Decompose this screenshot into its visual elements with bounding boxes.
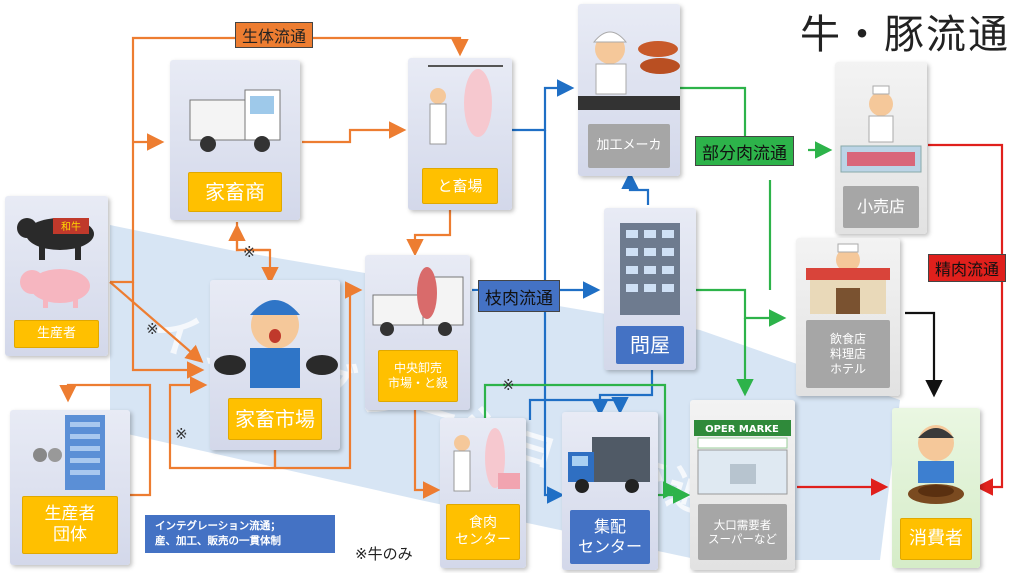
node-wholesaler: 問屋: [604, 208, 696, 370]
label-restaurant-line3: ホテル: [829, 361, 866, 376]
cattle-only-mark-2: ※: [146, 320, 159, 338]
label-restaurant-line1: 飲食店: [829, 331, 866, 346]
cattle-only-mark-1: ※: [243, 243, 256, 261]
cattle-pig-illustration: 和牛: [17, 218, 94, 308]
node-delivery-center: 集配 センター: [562, 412, 658, 570]
node-wholesale-market: 中央卸売 市場・と殺: [365, 255, 470, 410]
label-producer-org-line2: 団体: [53, 525, 87, 545]
node-producer-org: 生産者 団体: [10, 410, 130, 565]
auctioneer-illustration: [214, 300, 338, 388]
butcher-illustration: [840, 85, 922, 173]
tag-carcass-flow: 枝肉流通: [478, 280, 560, 312]
integration-legend: インテグレーション流通； 産、加工、販売の一貫体制: [145, 515, 335, 553]
node-slaughterhouse: と畜場: [408, 58, 512, 210]
label-wholesale-line2: 市場・と殺: [387, 376, 448, 390]
label-restaurant: 飲食店 料理店 ホテル: [806, 320, 890, 388]
label-wholesale-line1: 中央卸売: [393, 361, 442, 375]
node-producer: 和牛 生産者: [5, 196, 108, 356]
label-meat-center-line2: センター: [455, 532, 511, 548]
label-restaurant-line2: 料理店: [829, 346, 866, 361]
supermarket-sign: OPER MARKE: [705, 424, 779, 435]
supermarket-illustration: OPER MARKE: [694, 420, 791, 495]
label-retail-store: 小売店: [843, 186, 919, 228]
diagram-title: 牛・豚流通: [800, 12, 1010, 58]
slaughter-illustration: [428, 65, 503, 145]
integration-legend-line2: 産、加工、販売の一貫体制: [155, 535, 281, 547]
label-supermarket: 大口需要者 スーパーなど: [698, 504, 787, 560]
node-dealer: 家畜商: [170, 60, 300, 220]
label-processor: 加工メーカ: [588, 124, 670, 168]
label-market: 家畜市場: [228, 398, 322, 440]
lorry-illustration: [568, 437, 650, 493]
label-supermarket-line1: 大口需要者: [713, 517, 772, 532]
wagyu-label: 和牛: [61, 220, 81, 233]
cattle-only-mark-3: ※: [175, 425, 188, 443]
label-delivery-line1: 集配: [593, 517, 626, 536]
cattle-only-mark-4: ※: [502, 376, 515, 394]
eating-person-illustration: [908, 425, 964, 504]
building-illustration: [33, 415, 105, 490]
label-delivery-line2: センター: [577, 537, 642, 556]
node-consumer: 消費者: [892, 408, 980, 568]
label-wholesaler: 問屋: [616, 326, 684, 364]
label-producer: 生産者: [14, 320, 99, 348]
label-meat-center: 食肉 センター: [446, 504, 520, 560]
label-producer-org-line1: 生産者: [44, 503, 96, 524]
sausage-factory-illustration: [578, 31, 680, 110]
meat-worker-illustration: [453, 428, 520, 492]
cattle-only-note: ※牛のみ: [355, 545, 413, 563]
label-delivery-center: 集配 センター: [570, 510, 650, 564]
node-restaurant: 飲食店 料理店 ホテル: [796, 238, 900, 396]
truck-illustration: [189, 89, 281, 152]
node-meat-center: 食肉 センター: [440, 418, 526, 568]
label-consumer: 消費者: [900, 518, 972, 560]
office-building-illustration: [620, 223, 680, 315]
node-retail-store: 小売店: [835, 62, 927, 234]
label-dealer: 家畜商: [188, 172, 282, 212]
integration-legend-line1: インテグレーション流通；: [155, 519, 281, 532]
node-processor: 加工メーカ: [578, 4, 680, 176]
tag-parts-flow: 部分肉流通: [695, 136, 794, 166]
restaurant-illustration: [806, 243, 890, 314]
label-slaughterhouse: と畜場: [422, 168, 498, 204]
label-wholesale-market: 中央卸売 市場・と殺: [378, 350, 458, 402]
tag-live-flow: 生体流通: [235, 22, 314, 48]
label-producer-org: 生産者 団体: [22, 496, 118, 554]
label-meat-center-line1: 食肉: [469, 514, 497, 531]
tag-refined-flow: 精肉流通: [928, 254, 1007, 282]
label-supermarket-line2: スーパーなど: [708, 532, 777, 546]
node-market: 家畜市場: [210, 280, 340, 450]
node-supermarket: OPER MARKE 大口需要者 スーパーなど: [690, 400, 795, 570]
carcass-truck-illustration: [372, 267, 464, 336]
